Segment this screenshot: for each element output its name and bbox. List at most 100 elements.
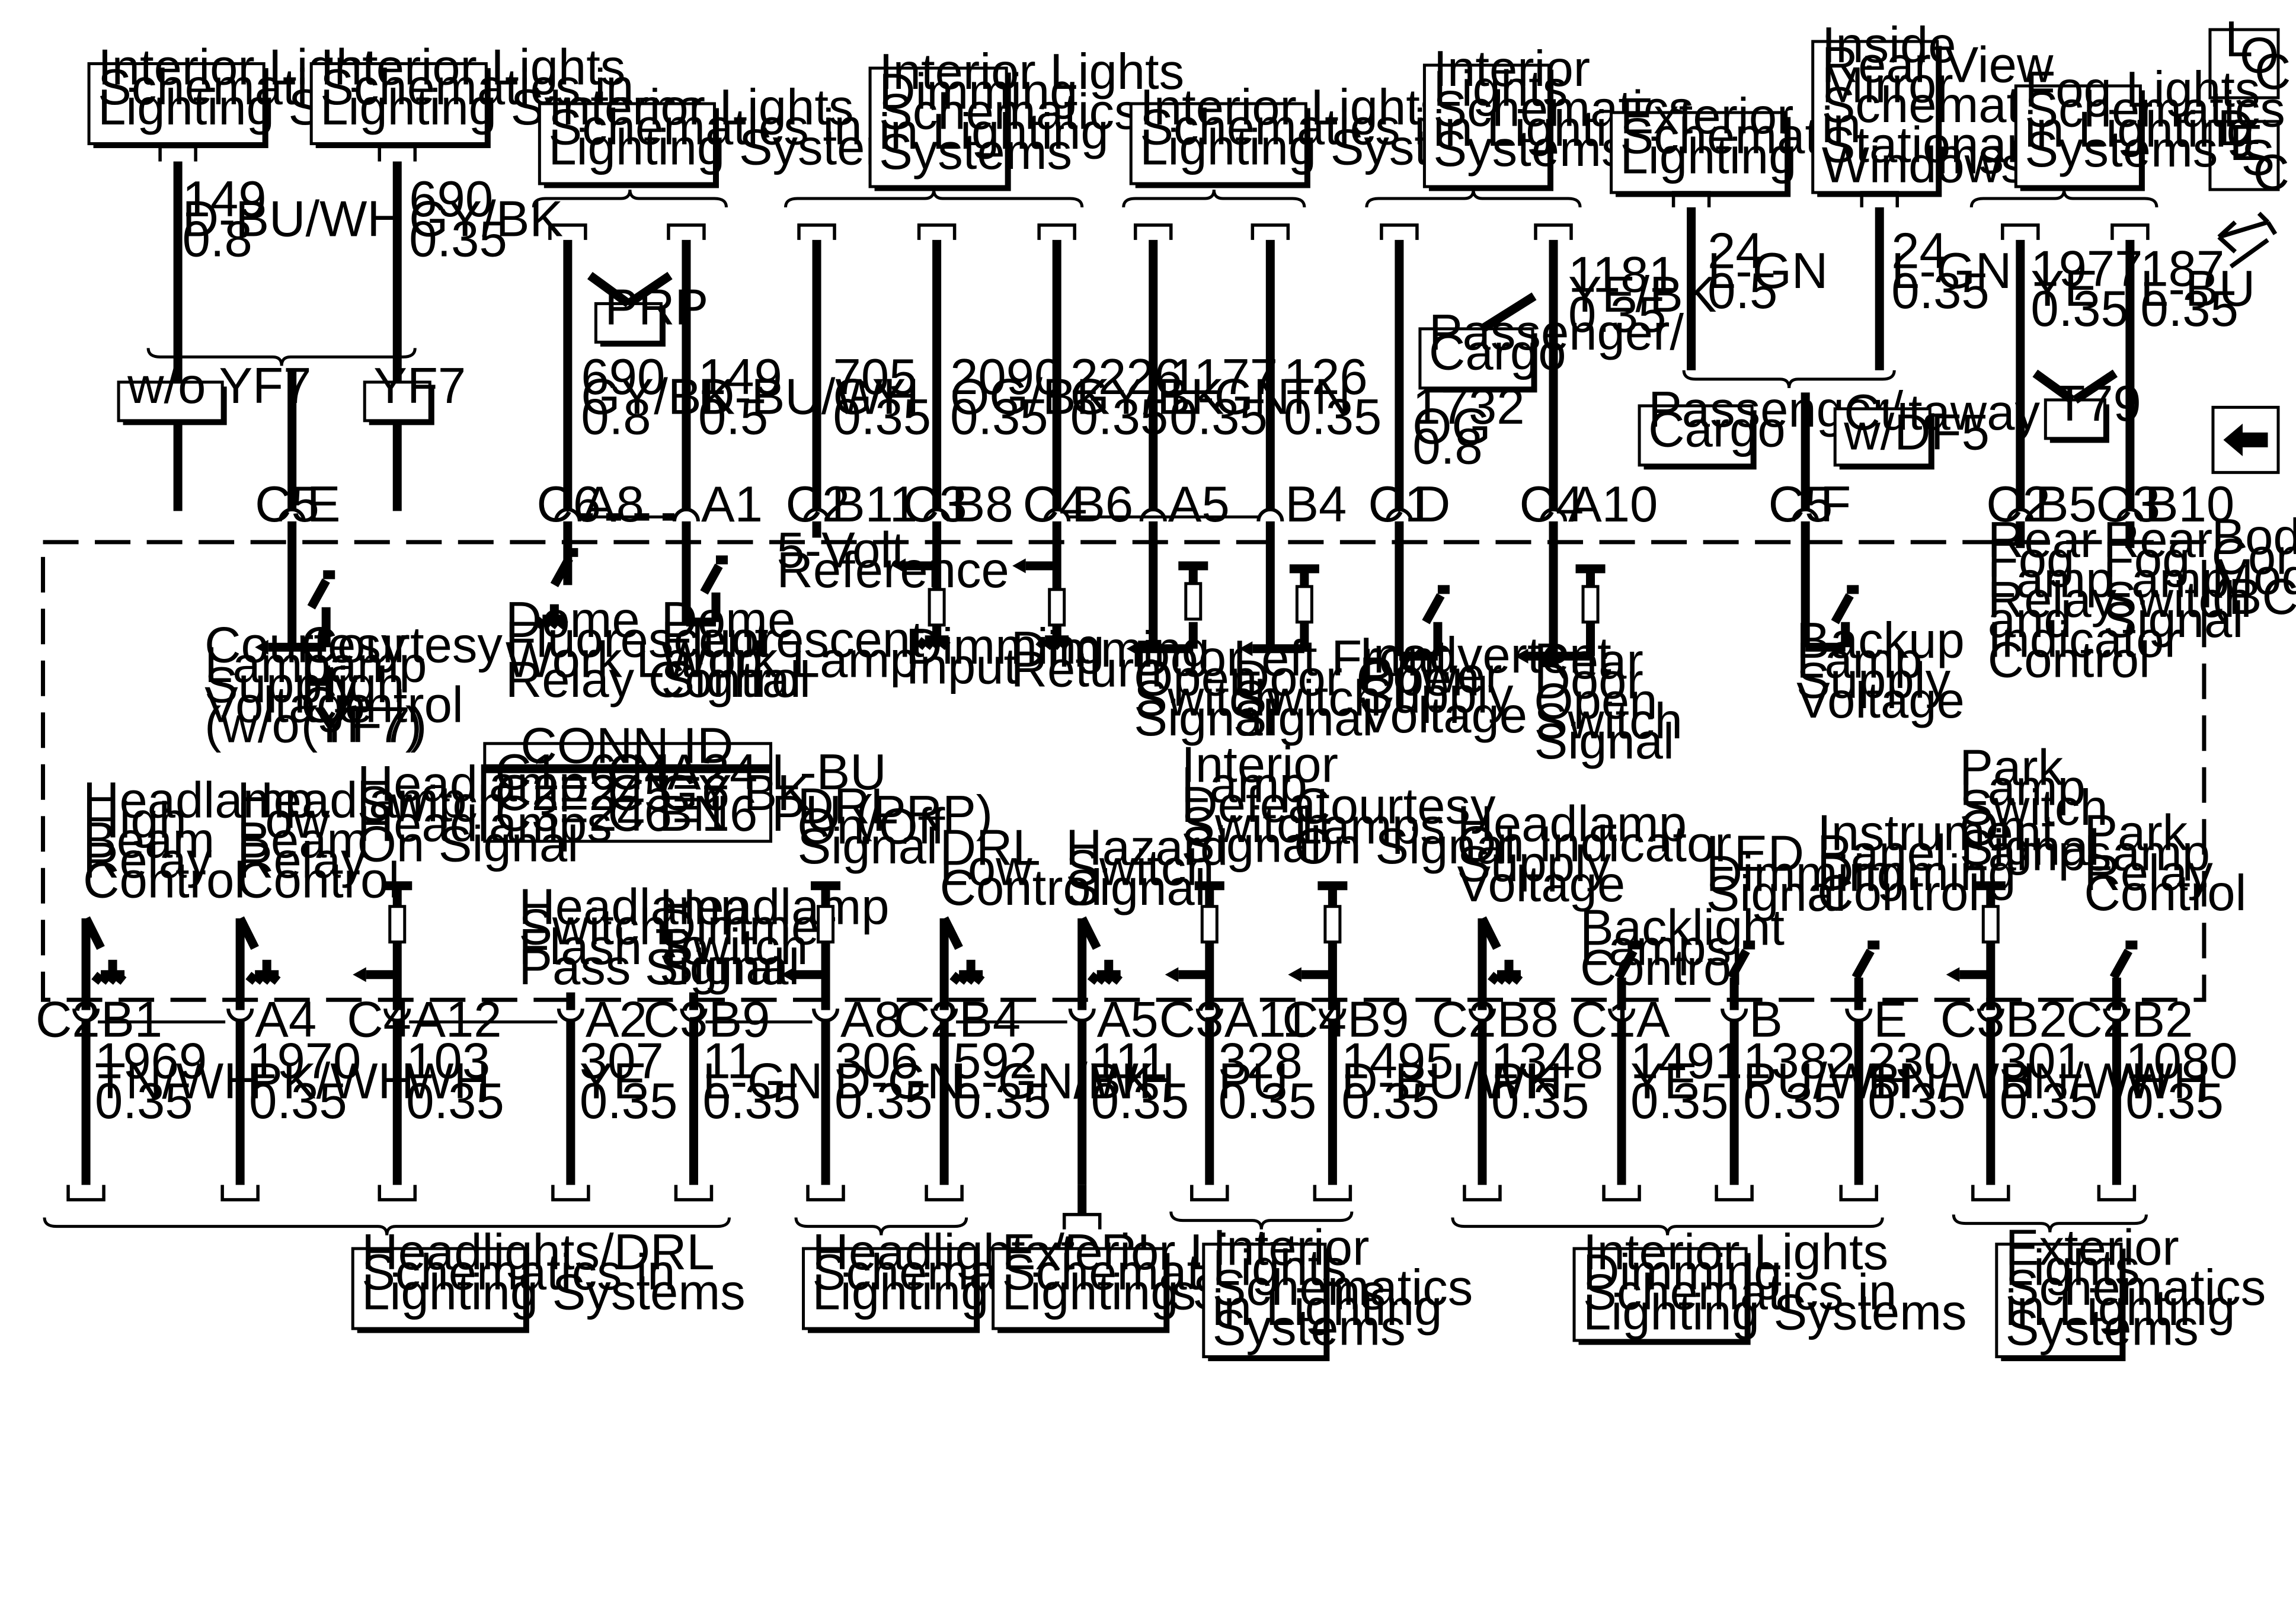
top-box-text: Fog Lights [2025, 62, 2260, 118]
connector-pin: D [1414, 476, 1450, 533]
switch [307, 578, 330, 610]
wire-label-bottom: YE [1630, 1053, 1697, 1109]
top-box-text: Interior Lights [879, 44, 1184, 100]
wire-terminal-top [1860, 191, 1899, 207]
function-label: Signal [1706, 866, 1846, 922]
top-box-text: Rear View [1822, 37, 2054, 94]
function-label: High [83, 793, 187, 849]
wire-label-top: GY/BK [1070, 369, 1224, 425]
ground [1057, 637, 1071, 650]
wire-label-top: YE [2030, 261, 2097, 317]
wire-label-top: GY/BK [581, 369, 735, 425]
wire-label-bottom: 230 [1868, 1033, 1952, 1090]
tools-icon [2217, 212, 2278, 268]
bottom-box-text: Interior Lights [1583, 1224, 1888, 1281]
wire-terminal-bottom [1715, 1185, 1754, 1202]
arrow [1126, 641, 1140, 657]
loc-text: C [2255, 44, 2291, 100]
wire-label-bottom: 0.35 [1091, 1073, 1189, 1129]
wire-label-top: 24 [1891, 223, 1948, 279]
wire-terminal-bottom [66, 1185, 105, 1202]
connector-top [1792, 507, 1819, 522]
connector-pin: B2 [2006, 992, 2067, 1048]
function-label: Lamp [204, 637, 331, 693]
wire-terminal-top [1251, 223, 1290, 240]
function-label: Control [237, 853, 399, 909]
bottom-box [1572, 1247, 1748, 1342]
connector-top [278, 507, 306, 522]
option-box [117, 380, 224, 422]
function-label: Dimming [906, 619, 1104, 675]
connector-bottom [1068, 1008, 1096, 1023]
wire-label-bottom: 328 [1219, 1033, 1303, 1090]
function-label: Low [940, 840, 1033, 896]
brace-top [1365, 189, 1582, 208]
resistor [1581, 585, 1600, 624]
connector-pin: A8 [840, 992, 902, 1048]
function-label: Headlamp [1457, 796, 1687, 853]
function-label: Defeat [1181, 777, 1330, 833]
function-label: Signal [1181, 817, 1321, 873]
ground [540, 616, 554, 629]
top-box [868, 66, 1008, 188]
arrow [892, 558, 906, 574]
switch [1614, 949, 1638, 980]
connector-pin: A8 [583, 476, 644, 533]
bottom-box-text: Schematics in [1583, 1265, 1897, 1321]
function-label: Fluorescent [661, 612, 924, 668]
wire-label-top: 1181 [1568, 247, 1677, 303]
wire-terminal-top [667, 223, 706, 240]
wire-terminal-bottom [1971, 1185, 2010, 1202]
wire-label-top: 0.35 [2030, 281, 2128, 337]
option-arrow [1479, 292, 1537, 333]
function-label: Work Lamp [661, 632, 917, 688]
conn-id-title: CONN ID [520, 718, 733, 774]
t79-arrow [2073, 369, 2118, 404]
wire-terminal-top [917, 223, 957, 240]
wire-terminal-bottom [220, 1185, 260, 1202]
wire-label-bottom: 0.35 [1341, 1073, 1439, 1129]
wire-label-top: 705 [833, 349, 917, 405]
wire-label-bottom: 0.35 [580, 1073, 677, 1129]
function-label: On/Off [798, 799, 945, 855]
bottom-box [802, 1247, 977, 1330]
wire-terminal-bottom [2097, 1185, 2137, 1202]
ground [1502, 972, 1515, 985]
top-box-text: Stationary [1822, 117, 2049, 174]
wire-label-bottom: 0.35 [1630, 1073, 1728, 1129]
wire-label-bottom: PU/WH [1743, 1053, 1911, 1109]
function-label: Headlamp [357, 756, 587, 812]
function-label: Signal [798, 818, 938, 875]
conn-id-cell: C4=24 L-BU [607, 744, 886, 801]
function-label: Relay [237, 833, 366, 889]
ground [938, 637, 951, 650]
wire-label-top: OG/BK [950, 369, 1109, 425]
function-label: Relay Control [506, 652, 811, 708]
top-box [538, 102, 716, 185]
circuit [1077, 916, 1101, 950]
back-arrow-icon [2223, 423, 2268, 456]
function-label: Headlamp [83, 773, 313, 829]
wire-label-top: 0.35 [409, 211, 507, 267]
function-label: Headlamp [237, 773, 467, 829]
ground [964, 972, 977, 985]
wire-label-top: 0.8 [183, 211, 252, 267]
connector-pin: B5 [2035, 476, 2097, 533]
top-box-text: Systems [1433, 121, 1626, 177]
desc-button [2208, 120, 2280, 191]
function-label: Fog [1988, 532, 2075, 588]
wire-label-top: 149 [698, 349, 782, 405]
wire-terminal-top [1380, 223, 1419, 240]
bottom-box-text: Systems [1213, 1300, 1406, 1356]
ground [533, 616, 546, 629]
wire-terminal-bottom [925, 1185, 964, 1202]
wire-label-bottom: 0.35 [834, 1073, 932, 1129]
wire-label-bottom: WH [406, 1053, 490, 1109]
function-label: Panel Lamps [1817, 825, 2111, 882]
switch [2109, 949, 2132, 980]
ground [930, 637, 944, 650]
function-label: Lamps [1580, 920, 1731, 976]
desc-text: E [2229, 115, 2263, 171]
function-label: Indicator [1988, 612, 2181, 668]
